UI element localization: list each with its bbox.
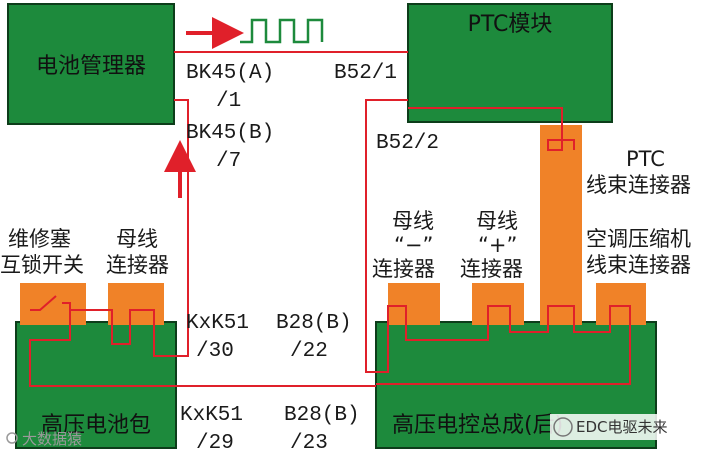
busbar-plus-label-line2: “+” — [478, 233, 517, 257]
pin-b28b-23-line2: /23 — [290, 432, 328, 455]
bms-box: 电池管理器 — [7, 3, 175, 125]
pin-kxk51-30-line1: KxK51 — [186, 312, 249, 335]
ptc-module-title: PTC模块 — [468, 12, 553, 37]
busbar-minus-label-line3: 连接器 — [372, 257, 435, 281]
busbar-plus-connector — [472, 283, 524, 325]
pin-kxk51-29-line2: /29 — [196, 432, 234, 455]
watermark-left-text: 大数据猿 — [22, 430, 82, 448]
pin-bk45a-line1: BK45(A) — [186, 62, 274, 85]
interlock-wire — [29, 51, 631, 387]
bms-title: 电池管理器 — [36, 54, 146, 79]
watermark-right: EDC电驱未来 — [550, 414, 706, 440]
interlock-switch-label-line1: 维修塞 — [8, 227, 71, 251]
busbar-plus-label-line1: 母线 — [476, 209, 518, 233]
battery-pack-title: 高压电池包 — [41, 413, 151, 438]
interlock-switch-label-line2: 互锁开关 — [0, 253, 84, 277]
controller-title: 高压电控总成(后) — [392, 413, 563, 438]
ptc-harness-label-line2: 线束连接器 — [586, 173, 691, 197]
pin-b28b-22-line1: B28(B) — [276, 312, 352, 335]
ac-compressor-label-line2: 线束连接器 — [586, 253, 691, 277]
busbar-connector-left — [108, 283, 164, 325]
ptc-module-box: PTC模块 — [407, 3, 613, 123]
watermark-left: 大数据猿 — [6, 430, 82, 448]
controller-title-main: 高压电控总成 — [392, 413, 524, 438]
ptc-harness-label-line1: PTC — [626, 147, 665, 171]
pin-bk45b-line1: BK45(B) — [186, 122, 274, 145]
ac-compressor-label-line1: 空调压缩机 — [586, 227, 691, 251]
pin-bk45b-line2: /7 — [216, 150, 241, 173]
ptc-harness-connector — [540, 125, 582, 325]
watermark-right-text: EDC电驱未来 — [576, 418, 668, 436]
busbar-minus-label-line1: 母线 — [392, 209, 434, 233]
pin-kxk51-29-line1: KxK51 — [180, 404, 243, 427]
pin-kxk51-30-line2: /30 — [196, 340, 234, 363]
interlock-switch-connector — [20, 283, 86, 325]
pin-b28b-22-line2: /22 — [290, 340, 328, 363]
watermark-left-icon — [6, 432, 18, 444]
pin-b28b-23-line1: B28(B) — [284, 404, 360, 427]
busbar-minus-label-line2: “−” — [394, 233, 433, 257]
watermark-right-icon — [553, 417, 573, 437]
busbar-connector-left-label-line2: 连接器 — [106, 253, 169, 277]
pin-b52-1: B52/1 — [334, 62, 397, 85]
busbar-plus-label-line3: 连接器 — [460, 257, 523, 281]
pin-bk45a-line2: /1 — [216, 90, 241, 113]
busbar-connector-left-label-line1: 母线 — [116, 227, 158, 251]
pwm-signal-icon — [240, 18, 324, 44]
busbar-minus-connector — [388, 283, 440, 325]
ac-compressor-harness-connector — [596, 283, 646, 325]
pin-b52-2: B52/2 — [376, 132, 439, 155]
